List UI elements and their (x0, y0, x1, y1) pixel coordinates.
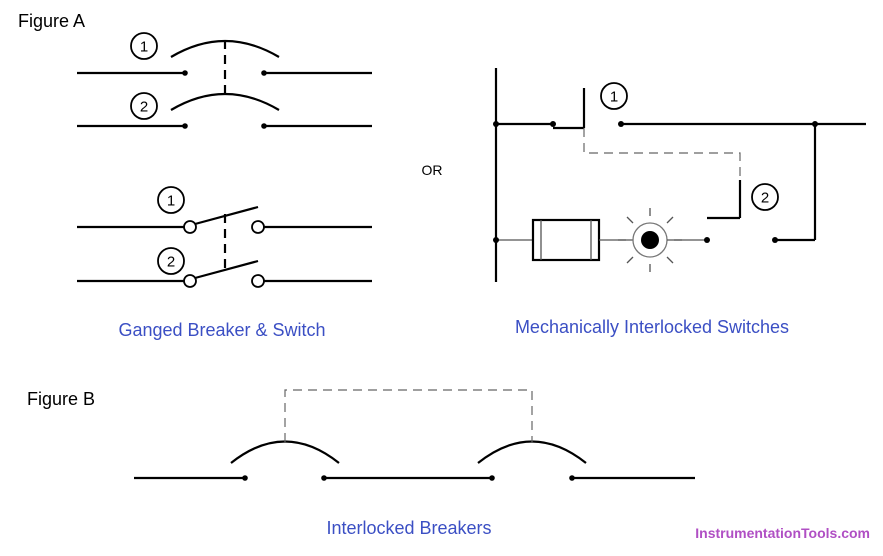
ganged-caption: Ganged Breaker & Switch (118, 320, 325, 340)
switch-2-blade (194, 259, 259, 280)
switch-2-right-terminal (251, 274, 265, 288)
breaker-2-right-contact (261, 123, 267, 129)
breaker-2-number-circle (130, 92, 158, 120)
breaker-2-arc (170, 93, 280, 111)
breaker-interlock-link (284, 389, 533, 442)
breaker-b2-arc (477, 440, 587, 464)
interlock-switch-2-number: 2 (761, 190, 769, 207)
interlock-switch-1-number: 1 (610, 89, 618, 106)
lamp-icon (618, 208, 682, 272)
watermark: InstrumentationTools.com (695, 525, 870, 541)
load-resistor (531, 218, 601, 262)
interlocked-switch-circuit: 1 2 (493, 68, 866, 282)
switch-1-left-terminal (183, 220, 197, 234)
interlocked-switches-caption: Mechanically Interlocked Switches (515, 317, 789, 337)
switch-2-contact-right (772, 237, 778, 243)
switch-2-number-circle (157, 247, 185, 275)
figure-a-label: Figure A (18, 11, 85, 31)
breaker-1-number: 1 (140, 39, 148, 56)
ganged-breakers: 1 2 (77, 32, 372, 129)
interlock-link (583, 128, 741, 182)
bus-junction-top (493, 121, 499, 127)
breaker-2-left-contact (182, 123, 188, 129)
interlock-switch-2-number-circle (751, 183, 779, 211)
switch-1-contact-left (550, 121, 556, 127)
switch-2-number: 2 (167, 254, 175, 271)
ganged-switches: 1 2 (77, 186, 372, 288)
switch-2-contact-left (704, 237, 710, 243)
breaker-b1-left-contact (242, 475, 248, 481)
switch-2-left-terminal (183, 274, 197, 288)
interlock-switch-1-number-circle (600, 82, 628, 110)
breaker-1-left-contact (182, 70, 188, 76)
breaker-1-right-contact (261, 70, 267, 76)
breaker-b1-arc (230, 440, 340, 464)
breaker-1-number-circle (130, 32, 158, 60)
switch-1-number: 1 (167, 193, 175, 210)
bus-junction-bottom (493, 237, 499, 243)
interlocked-breakers (134, 389, 695, 481)
figure-b-label: Figure B (27, 389, 95, 409)
or-label: OR (422, 162, 443, 178)
interlocked-breakers-caption: Interlocked Breakers (326, 518, 491, 538)
breaker-2-number: 2 (140, 99, 148, 116)
switch-1-blade (194, 205, 259, 226)
switch-1-right-terminal (251, 220, 265, 234)
breaker-b2-left-contact (489, 475, 495, 481)
switch-1-number-circle (157, 186, 185, 214)
